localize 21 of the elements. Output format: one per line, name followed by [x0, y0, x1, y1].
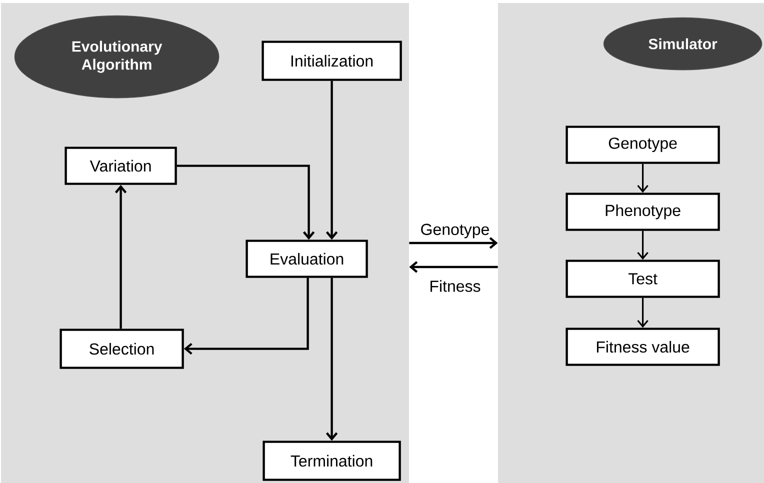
arrow — [637, 230, 648, 260]
arrow — [326, 278, 338, 441]
arrow — [637, 298, 648, 328]
process-box: Selection — [60, 328, 184, 369]
arrow — [184, 278, 309, 355]
process-box: Variation — [64, 146, 177, 185]
process-box: Termination — [262, 440, 401, 481]
arrow — [409, 261, 498, 273]
process-box: Fitness value — [566, 328, 720, 366]
edge-label: Genotype — [421, 224, 489, 238]
arrow — [326, 80, 338, 240]
arrow — [176, 164, 315, 240]
process-box: Phenotype — [566, 192, 720, 231]
process-box: Initialization — [262, 40, 402, 81]
process-box: Evaluation — [246, 240, 368, 278]
process-box: Genotype — [566, 126, 720, 164]
process-box: Test — [566, 260, 720, 298]
arrow — [114, 184, 127, 329]
arrow — [409, 237, 498, 249]
edge-label: Fitness — [430, 280, 480, 292]
arrow — [637, 164, 648, 193]
